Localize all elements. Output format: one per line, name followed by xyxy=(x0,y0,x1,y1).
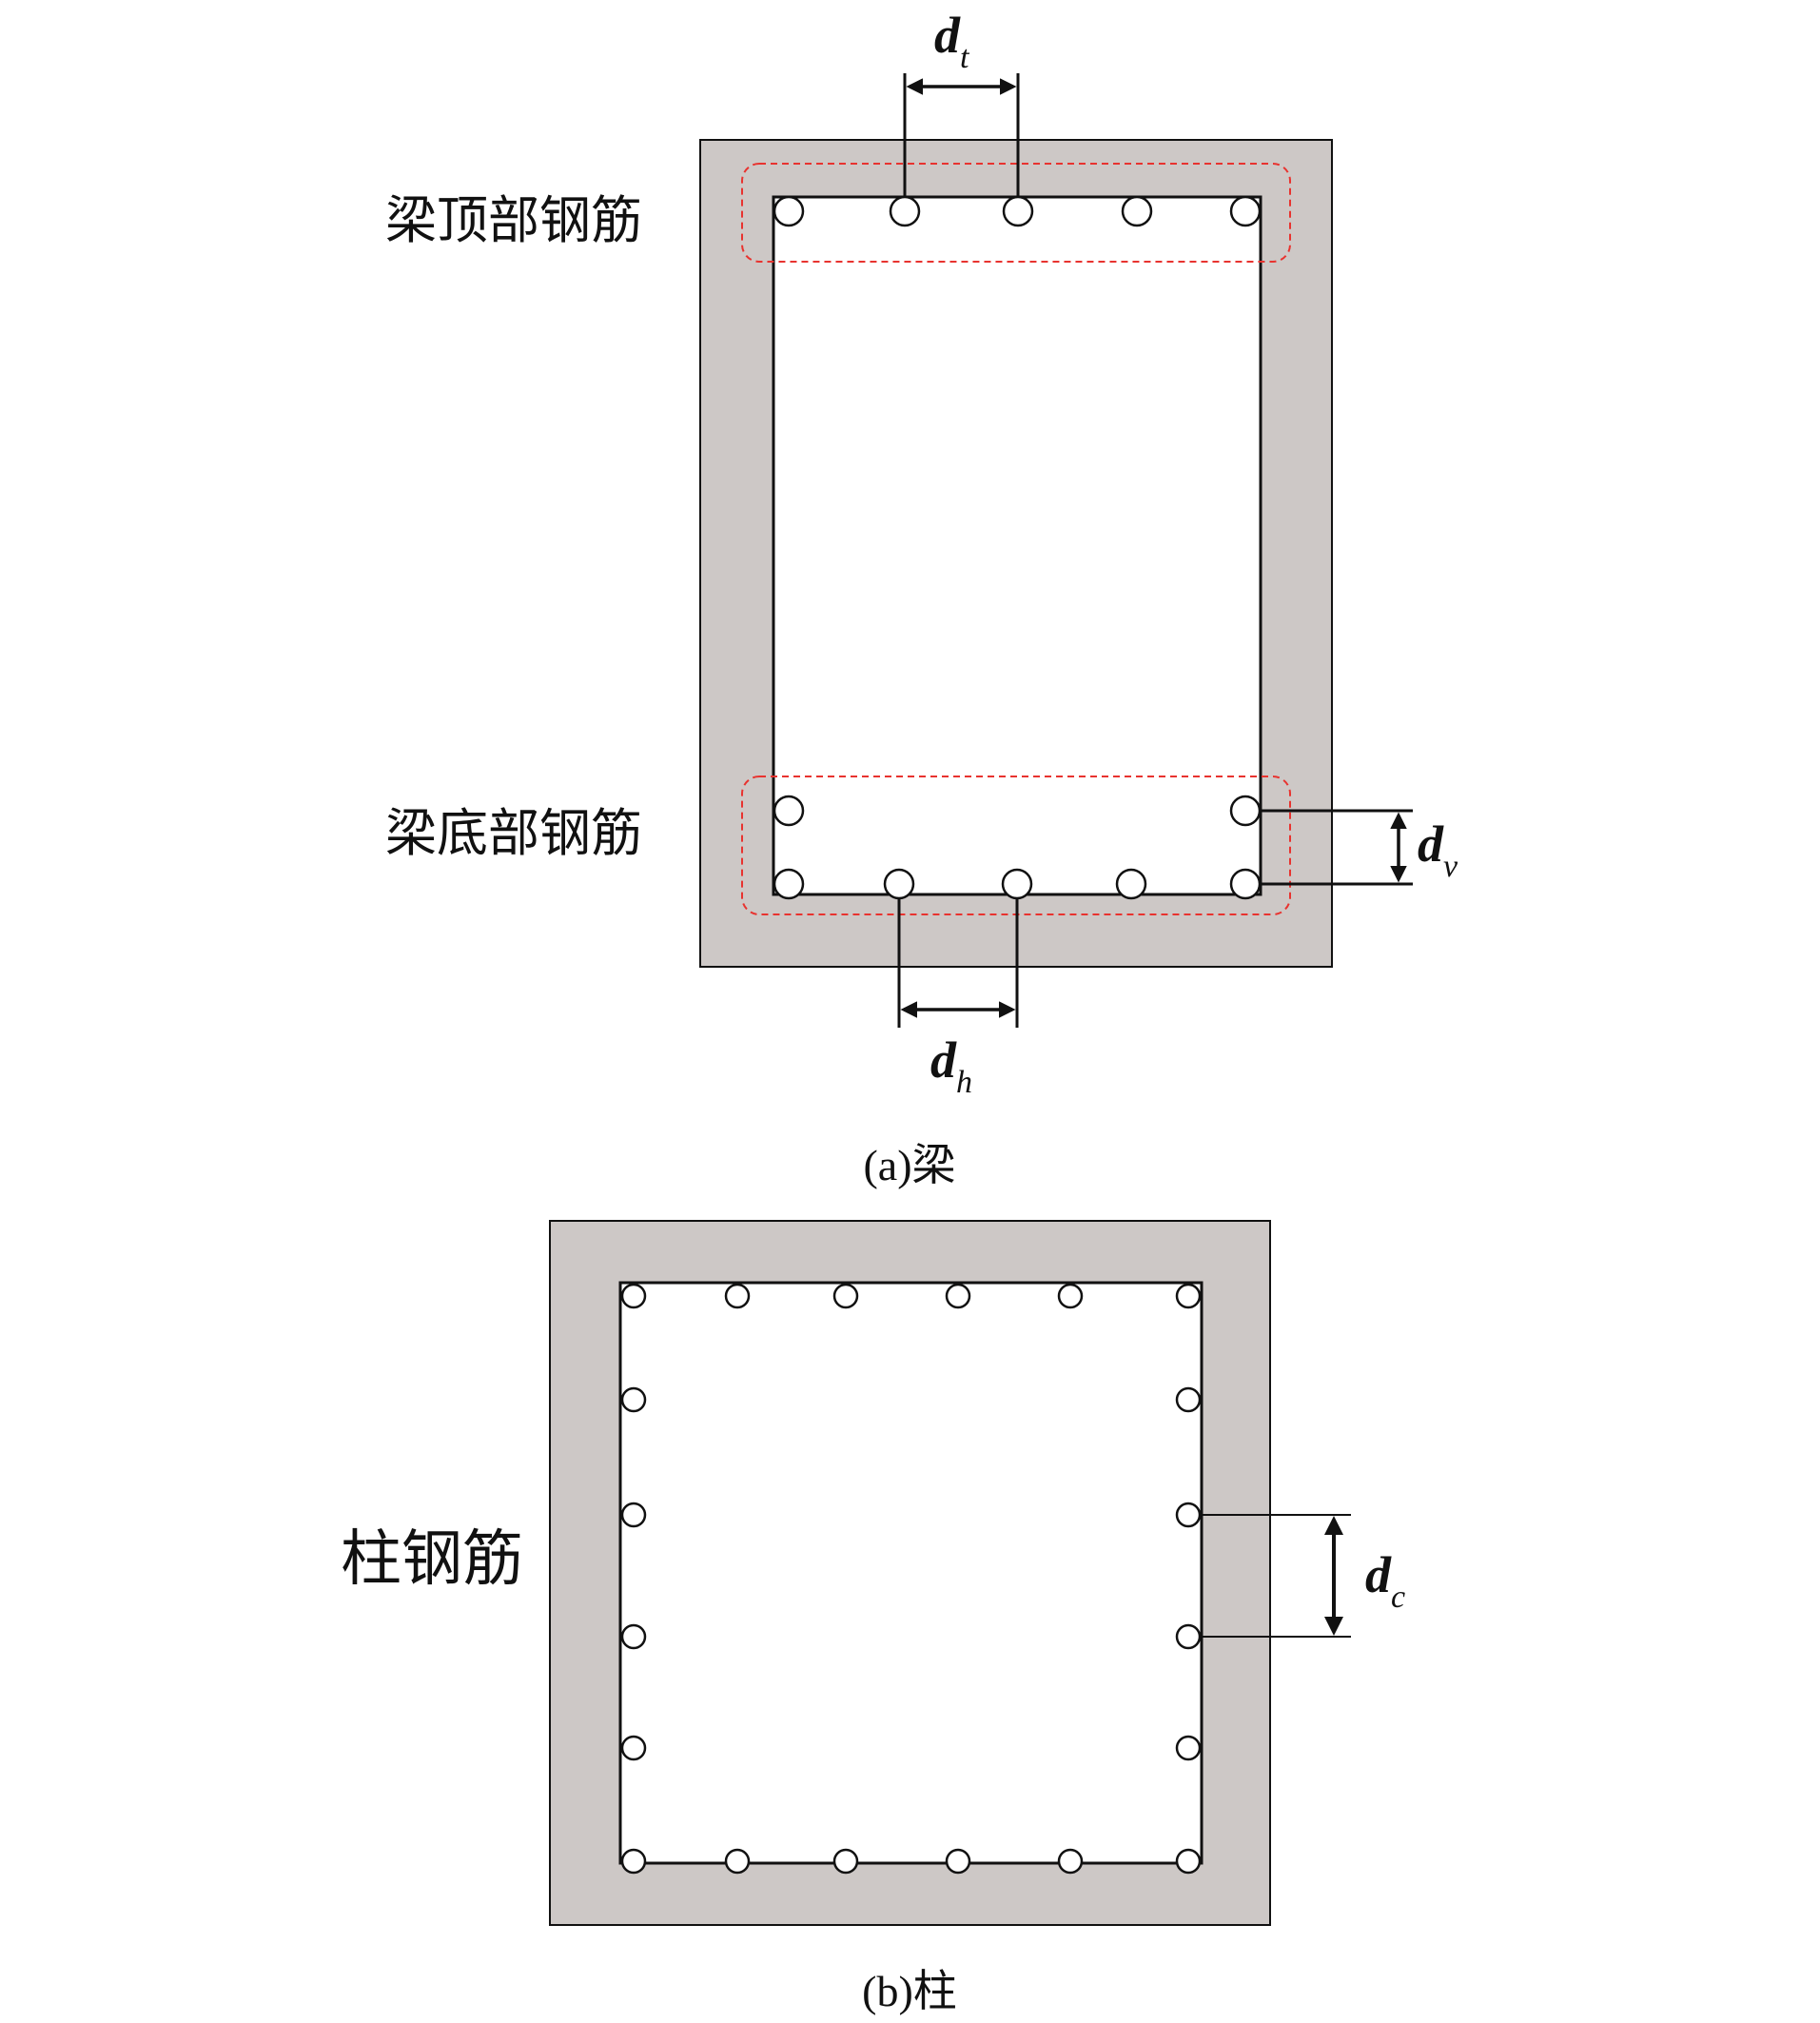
rebar xyxy=(883,868,915,900)
rebar xyxy=(724,1283,751,1309)
beam-dim-bottom-label: dh xyxy=(930,1031,972,1100)
beam-diagram: dt dh dv 梁顶部钢筋 梁底部钢筋 (a)梁 xyxy=(385,7,1458,1189)
column-rebar-label: 柱钢筋 xyxy=(341,1524,523,1595)
rebar xyxy=(1001,868,1033,900)
rebar xyxy=(1175,1735,1202,1761)
rebar xyxy=(773,195,805,227)
rebar xyxy=(832,1848,859,1875)
rebar xyxy=(832,1283,859,1309)
rebar xyxy=(1057,1848,1084,1875)
rebar xyxy=(1175,1623,1202,1650)
beam-dim-top: dt xyxy=(903,7,1020,197)
beam-core xyxy=(772,195,1262,896)
rebar xyxy=(1175,1386,1202,1413)
beam-dim-bottom: dh xyxy=(897,898,1019,1100)
rebar xyxy=(620,1386,647,1413)
column-diagram: dc 柱钢筋 (b)柱 xyxy=(341,1220,1405,2015)
column-core xyxy=(618,1281,1204,1865)
beam-top-rebar-label: 梁顶部钢筋 xyxy=(385,190,642,250)
beam-bottom-rebar-label: 梁底部钢筋 xyxy=(385,803,642,863)
beam-caption: (a)梁 xyxy=(863,1141,955,1189)
rebar xyxy=(945,1283,971,1309)
rebar xyxy=(1175,1848,1202,1875)
rebar xyxy=(620,1623,647,1650)
rebar xyxy=(1175,1283,1202,1309)
rebar xyxy=(1229,795,1262,827)
rebar xyxy=(620,1502,647,1528)
beam-bottom-bars xyxy=(773,795,1262,900)
beam-dim-vertical-label: dv xyxy=(1418,815,1458,884)
beam-dim-vertical: dv xyxy=(1260,809,1458,886)
beam-top-rebar-zone xyxy=(741,163,1291,263)
rebar xyxy=(889,195,921,227)
column-caption: (b)柱 xyxy=(862,1967,957,2015)
beam-top-bars xyxy=(773,195,1262,227)
rebar xyxy=(620,1735,647,1761)
rebar xyxy=(1229,195,1262,227)
rebar xyxy=(1057,1283,1084,1309)
rebar xyxy=(1229,868,1262,900)
rebar xyxy=(724,1848,751,1875)
rebar xyxy=(945,1848,971,1875)
rebar xyxy=(1175,1502,1202,1528)
column-dim-vertical-label: dc xyxy=(1365,1546,1405,1615)
rebar xyxy=(620,1848,647,1875)
rebar xyxy=(773,795,805,827)
column-dim-vertical: dc xyxy=(1200,1514,1405,1638)
column-bars xyxy=(620,1283,1202,1875)
rebar xyxy=(620,1283,647,1309)
rebar xyxy=(1002,195,1034,227)
beam-dim-top-label: dt xyxy=(934,7,970,75)
rebar xyxy=(773,868,805,900)
rebar xyxy=(1115,868,1147,900)
rebar xyxy=(1121,195,1153,227)
